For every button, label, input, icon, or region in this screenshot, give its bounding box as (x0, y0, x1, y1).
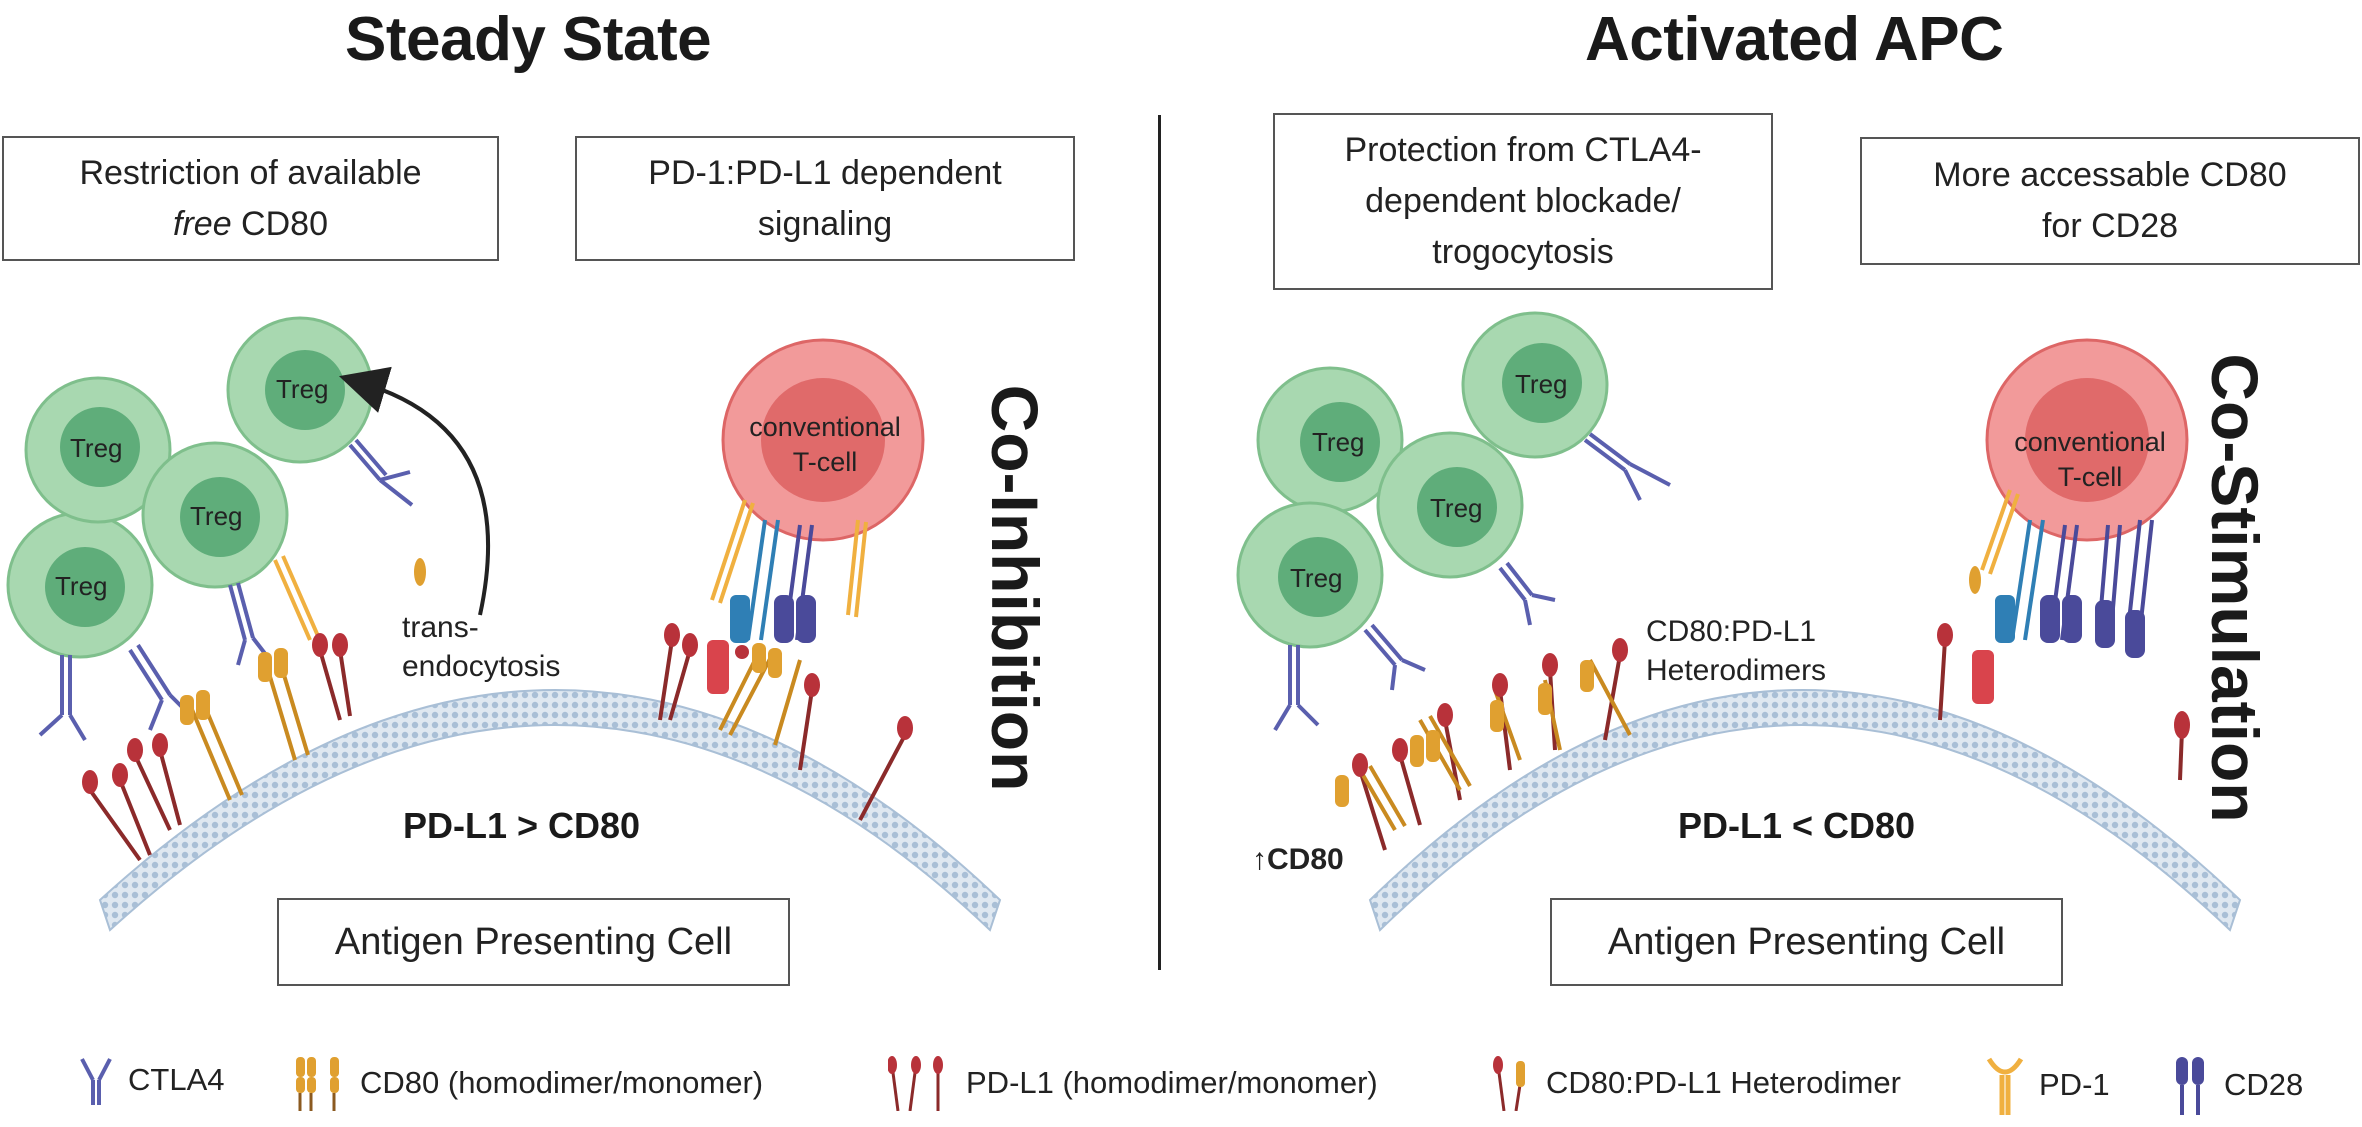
ctla4-receptor (348, 438, 414, 507)
pd1-icon (1986, 1057, 2024, 1115)
up-cd80-label: ↑CD80 (1252, 843, 1344, 876)
co-stimulation-label: Co-Stimulation (2198, 353, 2272, 823)
legend-cd28: CD28 (2170, 1055, 2303, 1115)
tcell-left (721, 338, 925, 542)
treg-label: Treg (1312, 427, 1365, 457)
cd80-receptor (773, 659, 802, 746)
heterodimers-label: CD80:PD-L1 Heterodimers (1646, 615, 1827, 687)
equation-right: PD-L1 < CD80 (1678, 805, 1916, 846)
pd1-receptor (710, 499, 755, 604)
ctla4-icon (80, 1058, 112, 1105)
pdl1-receptor (318, 649, 352, 721)
treg-label: Treg (70, 433, 123, 463)
cd80-icon (296, 1057, 339, 1111)
legend-ctla4: CTLA4 (78, 1055, 224, 1105)
ctla4-receptor (38, 655, 87, 742)
treg-cell-right-3 (1376, 431, 1524, 579)
treg-label: Treg (190, 501, 243, 531)
legend-cd80: CD80 (homodimer/monomer) (290, 1055, 763, 1111)
treg-label: Treg (276, 374, 329, 404)
equation-left: PD-L1 > CD80 (403, 805, 641, 846)
pd1-receptor (846, 519, 868, 618)
ctla4-receptor (1273, 645, 1320, 732)
box-signaling: PD-1:PD-L1 dependent signaling (575, 136, 1075, 261)
apc-membrane-left (98, 689, 1002, 932)
treg-cell-right-1 (1256, 366, 1404, 514)
treg-label: Treg (1430, 493, 1483, 523)
tcell-label-right: conventional T-cell (2014, 427, 2166, 493)
pdl1-receptor (88, 779, 152, 862)
legend-pdl1: PD-L1 (homodimer/monomer) (888, 1055, 1378, 1111)
pd1-receptor (273, 555, 320, 641)
box-protection: Protection from CTLA4- dependent blockad… (1273, 113, 1773, 290)
transendocytosis-arrow (339, 366, 490, 616)
cd80-receptor (1358, 659, 1632, 832)
ctla4-receptor (1583, 432, 1671, 501)
transendocytosis-label: trans- endocytosis (402, 611, 561, 683)
up-arrow-icon: ↑ (1252, 843, 1267, 876)
treg-cell-left-1 (6, 511, 154, 659)
pdl1-receptor (658, 639, 692, 721)
cd28-icon (2176, 1057, 2204, 1115)
treg-cell-left-3 (141, 441, 289, 589)
receptor-heads-left (82, 558, 913, 794)
pdl1-icon (888, 1056, 943, 1111)
tcr-receptor (746, 519, 780, 641)
treg-cell-right-2 (1236, 501, 1384, 649)
tcell-label-left: conventional T-cell (749, 412, 901, 478)
tcr-receptor (2010, 519, 2045, 641)
treg-label: Treg (1290, 563, 1343, 593)
panel-divider (1158, 115, 1161, 970)
treg-cell-right-4 (1461, 311, 1609, 459)
treg-cell-left-4 (226, 316, 374, 464)
legend-pd1: PD-1 (1985, 1055, 2110, 1115)
treg-cell-left-2 (24, 376, 172, 524)
apc-label-left: Antigen Presenting Cell (277, 898, 790, 986)
box-restriction: Restriction of available free CD80 (2, 136, 499, 261)
pdl1-receptor (798, 689, 814, 771)
treg-label: Treg (1515, 369, 1568, 399)
treg-label: Treg (55, 571, 108, 601)
apc-membrane-right (1368, 689, 2242, 932)
ctla4-receptor (1363, 623, 1426, 691)
box-accessible: More accessable CD80 for CD28 (1860, 137, 2360, 265)
pdl1-receptor (133, 749, 182, 831)
heterodimer-icon (1493, 1056, 1525, 1111)
apc-label-right: Antigen Presenting Cell (1550, 898, 2063, 986)
pd1-receptor (1980, 489, 2020, 575)
ctla4-receptor (1498, 561, 1556, 626)
tcell-right (1985, 338, 2189, 542)
left-title: Steady State (345, 5, 712, 74)
right-title: Activated APC (1585, 5, 2004, 74)
receptor-heads-right (1335, 566, 2190, 807)
pdl1-receptor (858, 734, 907, 821)
co-inhibition-label: Co-Inhibition (978, 384, 1052, 792)
legend-heterodimer: CD80:PD-L1 Heterodimer (1492, 1055, 1901, 1111)
